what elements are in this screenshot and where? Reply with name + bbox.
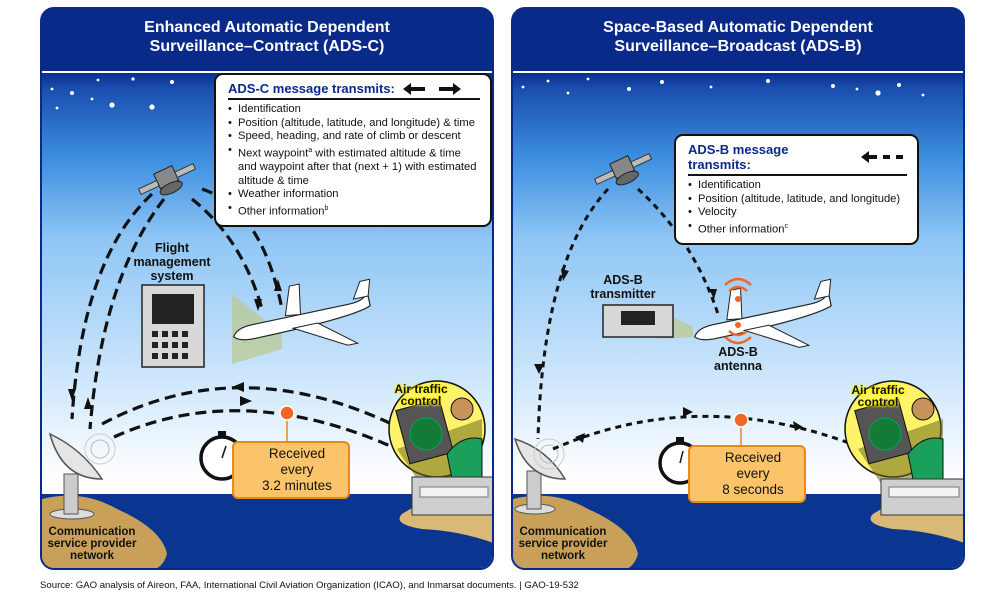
satellite-icon (593, 152, 653, 186)
callout-header: ADS-B message transmits: (688, 142, 907, 176)
air-traffic-control-label: Air traffic control (851, 383, 905, 409)
flight-management-system-label: Flight management system (133, 241, 211, 283)
stars (521, 77, 925, 97)
list-item: Identification (228, 103, 480, 117)
communication-network-label: Communication service provider network (47, 526, 137, 562)
source-note: Source: GAO analysis of Aireon, FAA, Int… (40, 580, 579, 591)
title-divider (513, 71, 963, 73)
callout-title: ADS-C message transmits: (228, 81, 395, 96)
list-item: Position (altitude, latitude, and longit… (688, 193, 907, 207)
ads-b-transmitter-label: ADS-B transmitter (590, 273, 656, 301)
air-traffic-control-label: Air traffic control (394, 382, 448, 408)
signal-paths (536, 187, 889, 461)
list-item: Velocity (688, 206, 907, 220)
ads-b-panel-title: Space-Based Automatic Dependent Surveill… (603, 19, 873, 55)
flight-management-system-icon (141, 284, 282, 368)
list-item: Position (altitude, latitude, and longit… (228, 117, 480, 131)
list-item: Next waypointa with estimated altitude &… (228, 144, 480, 189)
ads-c-message-callout: ADS-C message transmits: Identification … (214, 73, 492, 228)
bidirectional-arrow-icon (402, 82, 461, 95)
list-item: Weather information (228, 188, 480, 202)
satellite-dish-icon (48, 432, 116, 520)
control-building-icon (411, 476, 492, 516)
ads-b-message-list: Identification Position (altitude, latit… (688, 179, 907, 237)
callout-title: ADS-B message transmits: (688, 142, 789, 172)
ads-c-scene (42, 77, 492, 568)
antenna-signal-icon (724, 277, 752, 345)
ads-b-transmitter-icon (602, 304, 693, 339)
list-item: Other informationb (228, 202, 480, 219)
ads-b-panel: Space-Based Automatic Dependent Surveill… (511, 7, 965, 570)
ads-b-antenna-label: ADS-B antenna (714, 345, 762, 373)
arrowheads (534, 269, 803, 443)
ads-c-message-list: Identification Position (altitude, latit… (228, 103, 480, 219)
ads-b-interval-box: Received every 8 seconds (688, 445, 806, 503)
stars (50, 77, 174, 110)
control-building-icon (880, 478, 963, 516)
satellite-dish-icon (513, 437, 567, 515)
timer-pin (279, 405, 295, 421)
ads-b-scene (513, 77, 963, 568)
airplane-icon (693, 278, 832, 348)
satellite-icon (137, 162, 197, 196)
ads-c-panel: Enhanced Automatic Dependent Surveillanc… (40, 7, 494, 570)
ads-c-panel-title: Enhanced Automatic Dependent Surveillanc… (144, 19, 390, 55)
timer-pin (733, 412, 749, 428)
one-way-dotted-arrow-icon (861, 151, 904, 163)
ads-c-interval-box: Received every 3.2 minutes (232, 441, 350, 499)
airplane-icon (232, 278, 371, 346)
callout-header: ADS-C message transmits: (228, 81, 480, 100)
list-item: Speed, heading, and rate of climb or des… (228, 130, 480, 144)
title-divider (42, 71, 492, 73)
ads-b-message-callout: ADS-B message transmits: Identification … (674, 134, 919, 246)
list-item: Other informationc (688, 220, 907, 237)
list-item: Identification (688, 179, 907, 193)
arrowheads (68, 279, 282, 409)
communication-network-label: Communication service provider network (518, 526, 608, 562)
